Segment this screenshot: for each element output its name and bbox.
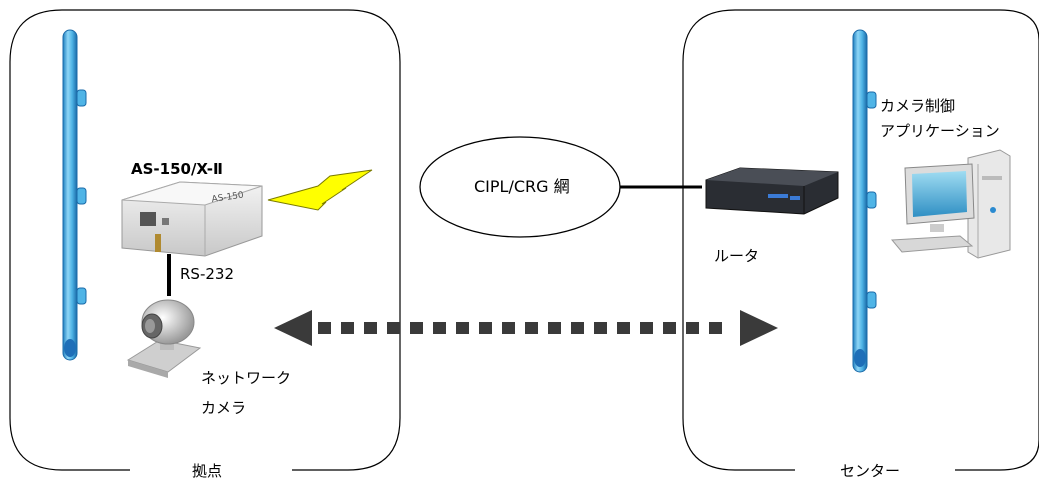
camera-label-line2: カメラ xyxy=(201,399,247,417)
network-label: CIPL/CRG 網 xyxy=(474,177,570,196)
app-label-line1: カメラ制御 xyxy=(880,97,956,115)
app-label-line2: アプリケーション xyxy=(880,122,1000,140)
as150-device-icon: AS-150 xyxy=(121,181,263,257)
camera-label-line1: ネットワーク xyxy=(201,369,292,387)
center-backbone-pipe xyxy=(852,29,877,373)
center-site-frame xyxy=(682,9,1039,471)
network-camera-icon xyxy=(126,299,202,378)
center-site-label: センター xyxy=(834,461,907,481)
base-site-frame xyxy=(9,9,401,471)
svg-text:AS-150: AS-150 xyxy=(211,191,245,205)
wireless-link-lightning-icon xyxy=(267,169,373,211)
bidirectional-data-arrow xyxy=(274,310,778,346)
base-site-label: 拠点 xyxy=(186,461,229,481)
as150-label: AS-150/X-Ⅱ xyxy=(131,160,223,178)
router-label: ルータ xyxy=(714,247,760,265)
rs232-label: RS-232 xyxy=(180,265,234,283)
application-pc-icon xyxy=(890,149,1011,259)
base-backbone-pipe xyxy=(62,29,87,361)
router-icon xyxy=(705,167,839,215)
